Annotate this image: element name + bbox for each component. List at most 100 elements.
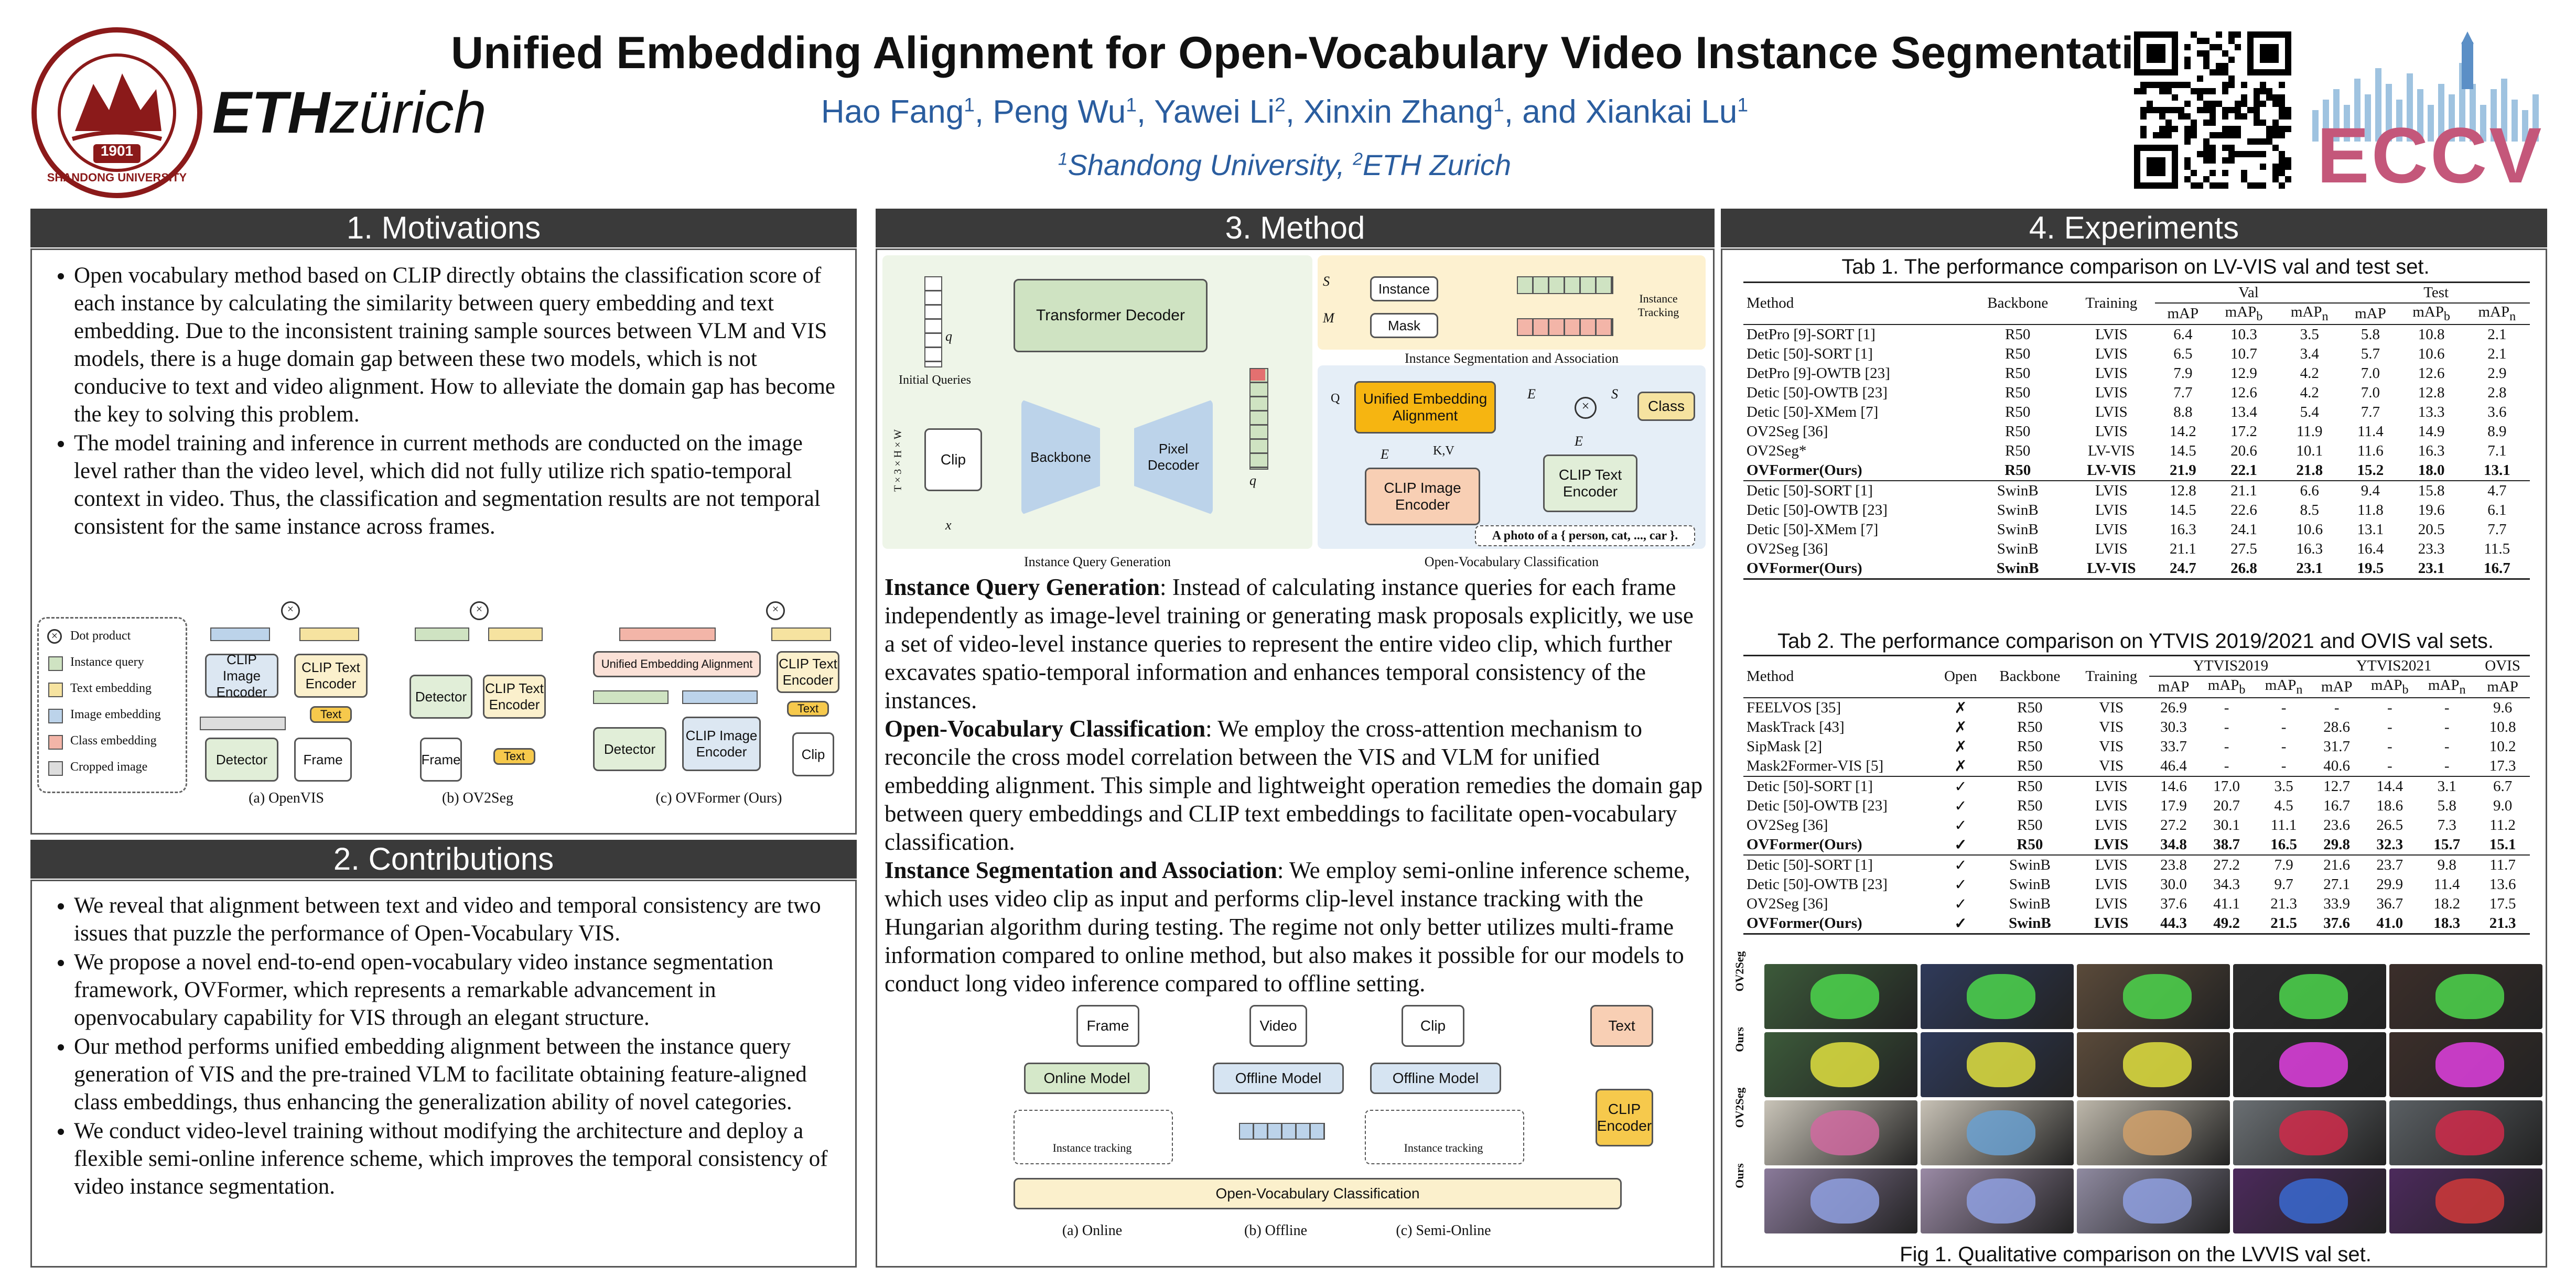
caption-openvis: (a) OpenVIS bbox=[249, 790, 324, 806]
aff-mark: 2 bbox=[1353, 149, 1363, 169]
table-cell: 3.5 bbox=[2277, 323, 2343, 344]
table-cell: - bbox=[2387, 718, 2392, 735]
table-cell: SwinB bbox=[2009, 875, 2051, 893]
table-cell: 21.9 bbox=[2169, 461, 2196, 479]
table-cell: OVFormer(Ours) bbox=[1743, 558, 1968, 580]
qualitative-frame bbox=[2389, 1032, 2542, 1097]
table-cell: R50 bbox=[2017, 757, 2043, 774]
table-cell: Detic [50]-SORT [1] bbox=[1747, 345, 1873, 362]
qualitative-frame bbox=[1921, 1100, 2074, 1165]
tracking-label: Instance tracking bbox=[1404, 1141, 1483, 1154]
segmentation-mask bbox=[2122, 1042, 2192, 1088]
table-cell: SwinB bbox=[1997, 540, 2039, 557]
table-cell: 6.6 bbox=[2277, 480, 2343, 501]
initial-queries-label: Initial Queries bbox=[899, 373, 971, 387]
paragraph-body: : We employ the cross-attention mechanis… bbox=[885, 716, 1703, 855]
table-cell: Detic [50]-SORT [1] bbox=[1743, 854, 1935, 875]
table-cell: 27.5 bbox=[2230, 540, 2257, 557]
clip-text-encoder: CLIP Text Encoder bbox=[483, 675, 546, 719]
col-metric: mAP bbox=[2355, 305, 2386, 322]
caption-offline: (b) Offline bbox=[1244, 1222, 1307, 1239]
text-embeddings bbox=[771, 627, 831, 641]
table-cell: LVIS bbox=[2095, 540, 2128, 557]
table-cell: MaskTrack [43] bbox=[1747, 718, 1845, 735]
sdu-name: SHANDONG UNIVERSITY bbox=[47, 171, 187, 184]
table-cell: 23.7 bbox=[2361, 854, 2419, 875]
table-cell: 7.7 bbox=[2173, 384, 2193, 401]
table-cell: 10.8 bbox=[2489, 718, 2516, 735]
table-cell: R50 bbox=[1986, 775, 2074, 796]
table-cell: 33.7 bbox=[2160, 738, 2187, 755]
table-cell: 17.9 bbox=[2160, 797, 2187, 814]
col-metric: mAPn bbox=[2290, 304, 2329, 323]
table-cell: 21.6 bbox=[2312, 854, 2362, 875]
table-cell: LVIS bbox=[2095, 423, 2128, 440]
detector-box: Detector bbox=[205, 738, 278, 782]
s-cls-label: S bbox=[1611, 386, 1618, 402]
author-aff: 1 bbox=[1493, 93, 1504, 116]
table-cell: Detic [50]-OWTB [23] bbox=[1747, 501, 1888, 518]
table-cell: 11.5 bbox=[2484, 540, 2510, 557]
method-paragraph: Instance Segmentation and Association: W… bbox=[885, 856, 1708, 998]
segmentation-mask bbox=[1966, 1042, 2035, 1088]
table-cell: 15.7 bbox=[2433, 836, 2461, 853]
qr-code[interactable] bbox=[2134, 31, 2291, 189]
author-aff: 1 bbox=[964, 93, 975, 116]
table-cell: SwinB bbox=[2009, 895, 2051, 912]
contribution-item: Our method performs unified embedding al… bbox=[74, 1033, 845, 1116]
table-cell: 9.6 bbox=[2475, 697, 2530, 718]
table-cell: 10.8 bbox=[2398, 323, 2464, 344]
table-cell: 11.7 bbox=[2475, 854, 2530, 875]
table-cell: ✓ bbox=[1954, 797, 1967, 815]
transformer-decoder-box: Transformer Decoder bbox=[1014, 279, 1208, 352]
paragraph-body: : We employ semi-online inference scheme… bbox=[885, 857, 1690, 997]
eth-logo-eth: ETH bbox=[212, 80, 330, 145]
table-cell: LVIS bbox=[2095, 364, 2128, 382]
author: Peng Wu bbox=[993, 94, 1126, 130]
table-cell: R50 bbox=[2017, 816, 2043, 834]
table-cell: LVIS bbox=[2095, 384, 2128, 401]
col-val: Val bbox=[2154, 282, 2343, 304]
table-cell: 15.2 bbox=[2357, 461, 2384, 479]
col-metric: mAPb bbox=[2412, 304, 2450, 323]
class-box: Class bbox=[1637, 392, 1695, 421]
table-cell: 21.3 bbox=[2475, 913, 2530, 935]
table-cell: - bbox=[2281, 718, 2287, 735]
table-cell: 18.2 bbox=[2433, 895, 2461, 912]
text-embedding-swatch bbox=[48, 683, 63, 697]
tracking-queries-t bbox=[1517, 276, 1613, 294]
table-cell: 17.2 bbox=[2230, 423, 2257, 440]
table-cell: 5.7 bbox=[2361, 345, 2380, 362]
table-cell: 10.6 bbox=[2296, 521, 2323, 538]
dot-product-icon: × bbox=[47, 629, 62, 644]
col-metric: mAPb bbox=[2225, 304, 2263, 323]
table-cell: 30.0 bbox=[2160, 875, 2187, 893]
table-cell: 36.7 bbox=[2376, 895, 2403, 912]
table-cell: 3.4 bbox=[2300, 345, 2319, 362]
table-cell: ✓ bbox=[1935, 854, 1987, 875]
segmentation-mask bbox=[2435, 1110, 2504, 1156]
qualitative-frame bbox=[1921, 1168, 2074, 1233]
dims-label: T × 3 × H × W bbox=[892, 429, 904, 492]
table-cell: 7.1 bbox=[2487, 442, 2507, 459]
table-cell: R50 bbox=[2005, 384, 2031, 401]
table-cell: 4.2 bbox=[2300, 384, 2319, 401]
table-cell: LVIS bbox=[2095, 521, 2128, 538]
legend-label: Instance query bbox=[70, 655, 144, 669]
qualitative-frame bbox=[1764, 1032, 1917, 1097]
table-cell: ✗ bbox=[1954, 719, 1967, 736]
aff-name: ETH Zurich bbox=[1362, 148, 1512, 181]
table-cell: 29.9 bbox=[2376, 875, 2403, 893]
table-cell: 17.3 bbox=[2489, 757, 2516, 774]
s-ins-label: S bbox=[1323, 274, 1330, 289]
table-cell: 3.5 bbox=[2255, 775, 2313, 796]
